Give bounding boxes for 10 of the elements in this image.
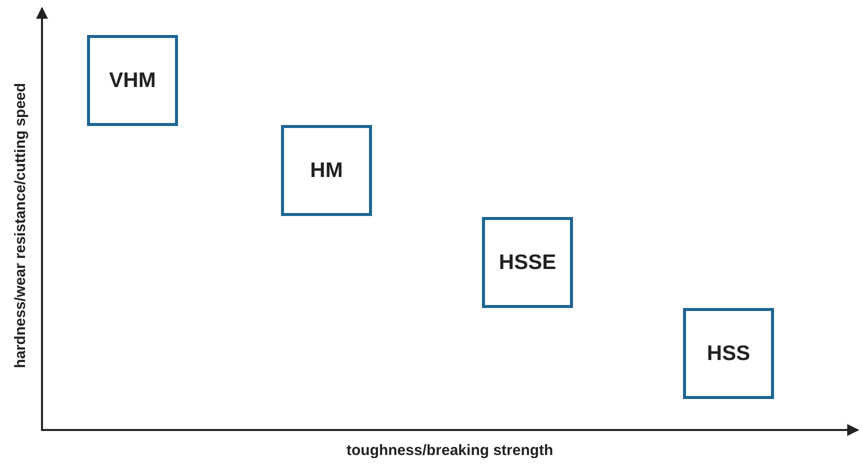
material-label: VHM	[109, 68, 156, 92]
material-label: HSSE	[498, 250, 556, 274]
x-axis-label: toughness/breaking strength	[346, 442, 554, 458]
material-box	[683, 308, 774, 399]
material-box	[281, 125, 372, 216]
y-axis-label: hardness/wear resistance/cutting speed	[12, 82, 29, 368]
material-box	[482, 217, 573, 308]
material-label: HM	[310, 158, 343, 182]
material-label: HSS	[706, 342, 750, 366]
material-box	[87, 35, 178, 126]
